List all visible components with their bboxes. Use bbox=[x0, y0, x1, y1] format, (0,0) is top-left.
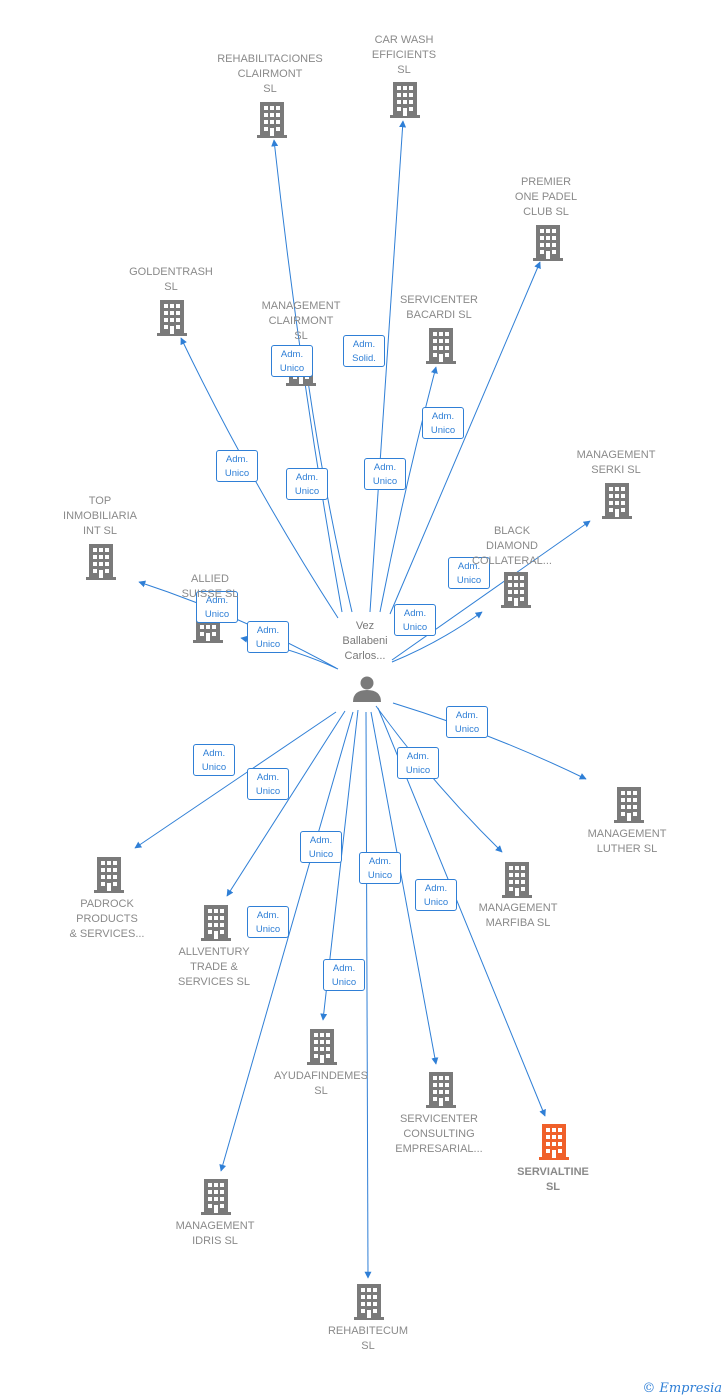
company-label-black-diamond[interactable]: BLACK DIAMOND COLLATERAL... bbox=[472, 525, 552, 567]
edge-rehabitecum bbox=[364, 711, 372, 1279]
edge-carwash bbox=[369, 120, 407, 613]
company-label-padrock[interactable]: PADROCK PRODUCTS & SERVICES... bbox=[69, 898, 145, 940]
edge-top-inmo bbox=[138, 580, 337, 669]
building-icon[interactable] bbox=[502, 862, 532, 898]
edge-mgmt-marfiba bbox=[375, 705, 503, 853]
building-icon[interactable] bbox=[86, 544, 116, 580]
relation-badge[interactable]: Adm. Unico bbox=[286, 468, 328, 500]
relation-badge[interactable]: Adm. Unico bbox=[394, 604, 436, 636]
building-icon[interactable] bbox=[390, 82, 420, 118]
relation-badge[interactable]: Adm. Unico bbox=[300, 831, 342, 863]
footer-brand: ©Empresia bbox=[642, 1381, 722, 1396]
relation-badge[interactable]: Adm. Unico bbox=[196, 591, 238, 623]
building-icon[interactable] bbox=[539, 1124, 569, 1160]
relation-badge[interactable]: Adm. Solid. bbox=[343, 335, 385, 367]
company-label-mgmt-marfiba[interactable]: MANAGEMENT MARFIBA SL bbox=[478, 902, 558, 929]
building-icon[interactable] bbox=[426, 1072, 456, 1108]
company-label-premier[interactable]: PREMIER ONE PADEL CLUB SL bbox=[514, 176, 578, 218]
building-icon[interactable] bbox=[426, 328, 456, 364]
company-label-servialtine[interactable]: SERVIALTINE SL bbox=[517, 1166, 589, 1193]
building-icon[interactable] bbox=[201, 1179, 231, 1215]
relation-badge[interactable]: Adm. Unico bbox=[448, 557, 490, 589]
relation-badge[interactable]: Adm. Unico bbox=[271, 345, 313, 377]
edge-black-diamond bbox=[391, 611, 483, 663]
building-icon[interactable] bbox=[307, 1029, 337, 1065]
edge-mgmt-serki bbox=[391, 520, 591, 661]
company-label-rehabilitaciones[interactable]: REHABILITACIONES CLAIRMONT SL bbox=[217, 53, 323, 95]
edge-mgmt-idris bbox=[219, 711, 354, 1172]
relation-badge[interactable]: Adm. Unico bbox=[193, 744, 235, 776]
company-label-carwash[interactable]: CAR WASH EFFICIENTS SL bbox=[371, 34, 437, 76]
relation-badge[interactable]: Adm. Unico bbox=[415, 879, 457, 911]
company-label-goldentrash[interactable]: GOLDENTRASH SL bbox=[129, 266, 213, 293]
relation-badge[interactable]: Adm. Unico bbox=[422, 407, 464, 439]
copyright-symbol: © bbox=[642, 1381, 656, 1396]
company-label-servicenter-bacardi[interactable]: SERVICENTER BACARDI SL bbox=[399, 294, 479, 321]
building-icon[interactable] bbox=[354, 1284, 384, 1320]
building-icon[interactable] bbox=[257, 102, 287, 138]
relation-badge[interactable]: Adm. Unico bbox=[364, 458, 406, 490]
person-node[interactable] bbox=[353, 676, 381, 703]
company-label-rehabitecum[interactable]: REHABITECUM SL bbox=[327, 1325, 409, 1352]
building-icon[interactable] bbox=[201, 905, 231, 941]
edge-padrock bbox=[134, 711, 337, 849]
company-label-ayudafindemes[interactable]: AYUDAFINDEMES SL bbox=[274, 1070, 368, 1097]
edge-mgmt-luther bbox=[392, 702, 587, 780]
relation-badge[interactable]: Adm. Unico bbox=[247, 768, 289, 800]
company-label-top-inmo[interactable]: TOP INMOBILIARIA INT SL bbox=[63, 495, 137, 537]
building-icon[interactable] bbox=[501, 572, 531, 608]
building-icon[interactable] bbox=[157, 300, 187, 336]
person-label[interactable]: Vez Ballabeni Carlos... bbox=[342, 620, 388, 662]
building-icon[interactable] bbox=[533, 225, 563, 261]
edge-servicenter-consulting bbox=[370, 711, 439, 1065]
company-label-allied[interactable]: ALLIED SUISSE SL bbox=[181, 573, 239, 600]
company-label-mgmt-serki[interactable]: MANAGEMENT SERKI SL bbox=[576, 449, 656, 476]
building-icon[interactable] bbox=[602, 483, 632, 519]
company-label-mgmt-luther[interactable]: MANAGEMENT LUTHER SL bbox=[587, 828, 667, 855]
company-label-mgmt-clairmont[interactable]: MANAGEMENT CLAIRMONT SL bbox=[261, 300, 341, 342]
edge-premier bbox=[389, 261, 541, 615]
edge-allventury bbox=[226, 710, 346, 897]
relation-badge[interactable]: Adm. Unico bbox=[247, 906, 289, 938]
relation-badge[interactable]: Adm. Unico bbox=[216, 450, 258, 482]
relation-badge[interactable]: Adm. Unico bbox=[359, 852, 401, 884]
company-label-servicenter-consulting[interactable]: SERVICENTER CONSULTING EMPRESARIAL... bbox=[395, 1113, 483, 1155]
relation-badge[interactable]: Adm. Unico bbox=[247, 621, 289, 653]
brand-name: Empresia bbox=[659, 1381, 722, 1396]
relation-badge[interactable]: Adm. Unico bbox=[446, 706, 488, 738]
edge-servicenter-bacardi bbox=[379, 366, 438, 613]
building-icon[interactable] bbox=[614, 787, 644, 823]
relation-badge[interactable]: Adm. Unico bbox=[323, 959, 365, 991]
company-label-mgmt-idris[interactable]: MANAGEMENT IDRIS SL bbox=[175, 1220, 255, 1247]
building-icon[interactable] bbox=[94, 857, 124, 893]
company-label-allventury[interactable]: ALLVENTURY TRADE & SERVICES SL bbox=[178, 946, 250, 988]
relation-badge[interactable]: Adm. Unico bbox=[397, 747, 439, 779]
